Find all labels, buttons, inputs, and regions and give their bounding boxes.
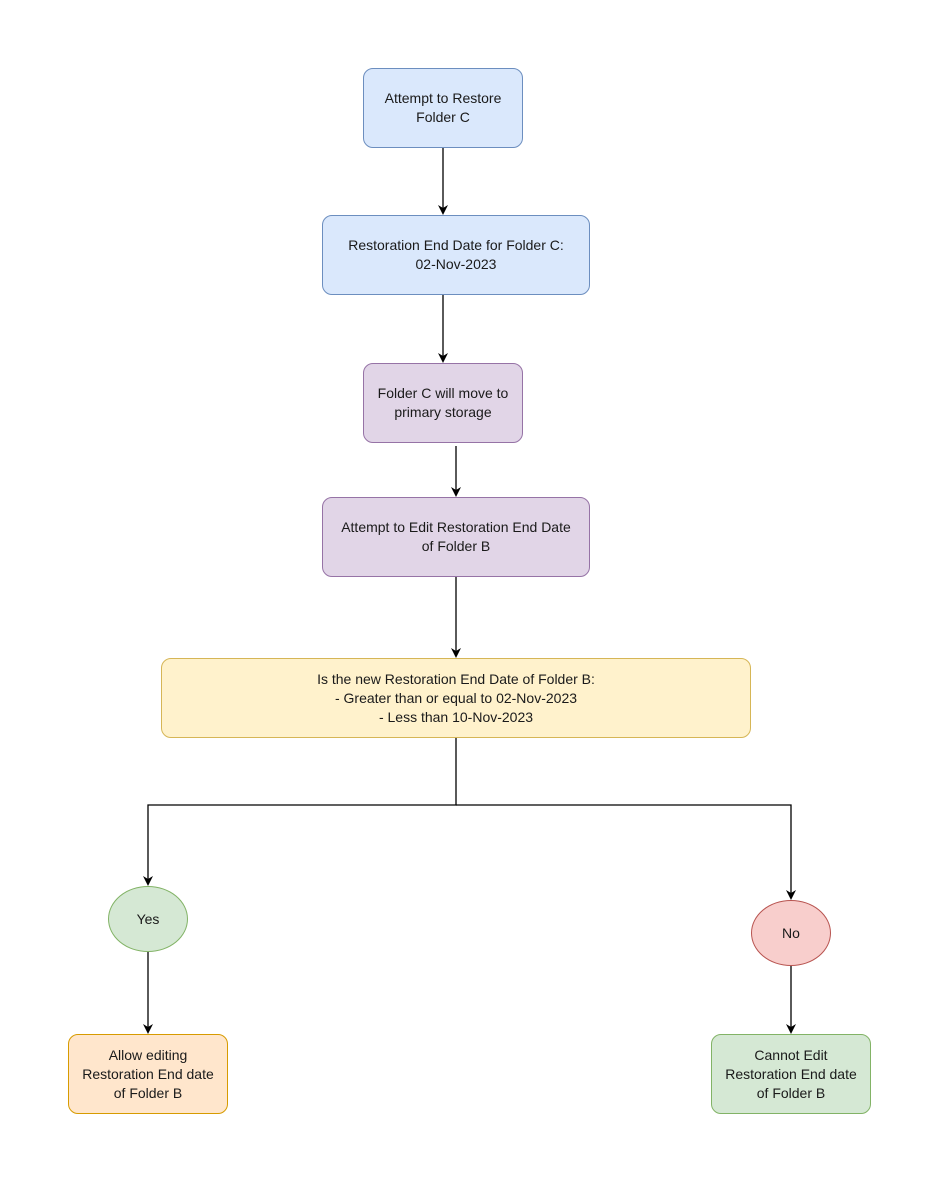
node-yes: Yes	[108, 886, 188, 952]
node-decision-date-range: Is the new Restoration End Date of Folde…	[161, 658, 751, 738]
node-label: Folder C will move to primary storage	[377, 385, 509, 420]
edge-decision-to-no	[456, 804, 796, 900]
node-cannot-edit: Cannot Edit Restoration End date of Fold…	[711, 1034, 871, 1114]
node-attempt-edit-folder-b: Attempt to Edit Restoration End Date of …	[322, 497, 590, 577]
edge-decision-to-yes	[143, 738, 457, 886]
node-label: Is the new Restoration End Date of Folde…	[317, 670, 595, 725]
node-label: Attempt to Restore Folder C	[384, 90, 502, 125]
node-folder-c-primary-storage: Folder C will move to primary storage	[363, 363, 523, 443]
node-attempt-restore-folder-c: Attempt to Restore Folder C	[363, 68, 523, 148]
node-label: Yes	[136, 910, 160, 927]
node-no: No	[751, 900, 831, 966]
node-restoration-end-date-folder-c: Restoration End Date for Folder C: 02-No…	[322, 215, 590, 295]
node-label: Attempt to Edit Restoration End Date of …	[341, 519, 571, 554]
node-label: Allow editing Restoration End date of Fo…	[82, 1046, 214, 1101]
node-allow-editing: Allow editing Restoration End date of Fo…	[68, 1034, 228, 1114]
node-label: Cannot Edit Restoration End date of Fold…	[725, 1046, 857, 1101]
node-label: Restoration End Date for Folder C: 02-No…	[348, 237, 564, 272]
node-label: No	[782, 924, 800, 941]
